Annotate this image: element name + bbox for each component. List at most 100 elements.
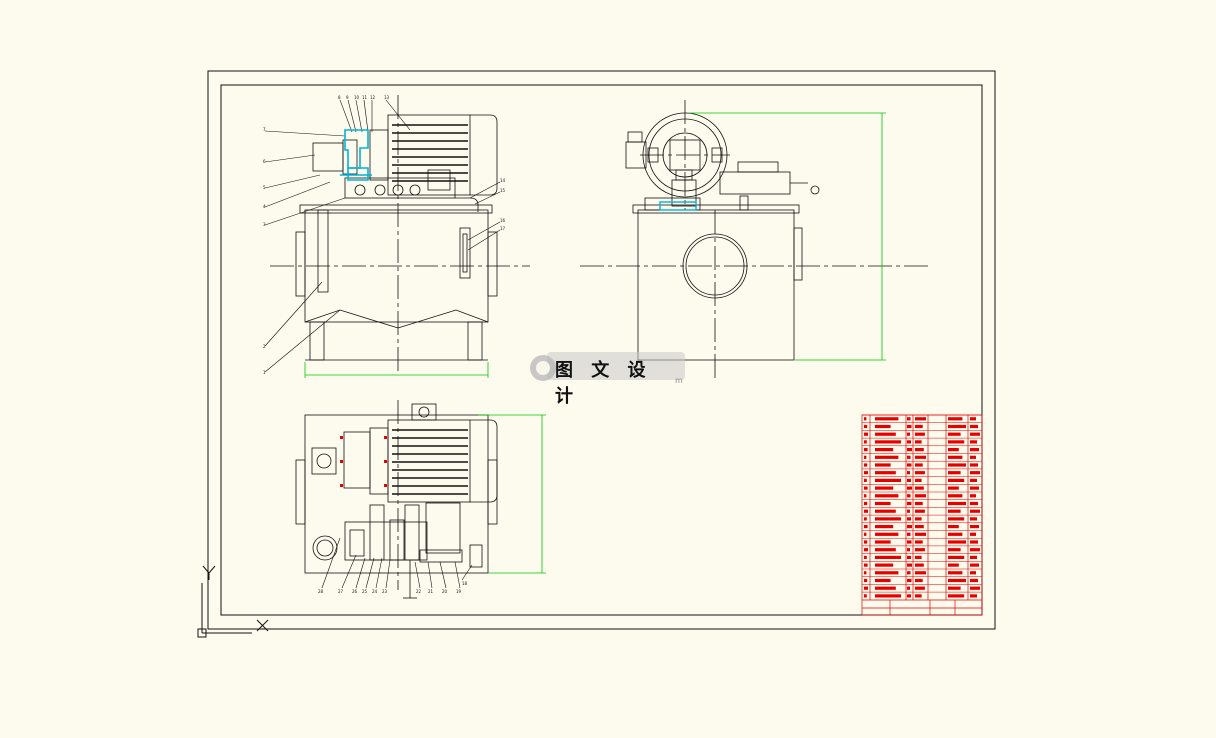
parts-list-cell-text — [948, 532, 963, 536]
parts-list-cell-text — [948, 440, 965, 444]
parts-list-cell-text — [907, 563, 912, 567]
parts-list-cell-text — [864, 540, 868, 544]
parts-list-cell-text — [864, 463, 868, 467]
side-view-highlight — [659, 201, 697, 211]
parts-list-cell-text — [875, 548, 896, 552]
parts-list-cell-text — [907, 578, 912, 583]
parts-list-cell-text — [915, 424, 923, 429]
parts-list-cell-text — [875, 532, 899, 536]
parts-list-cell-text — [948, 501, 966, 506]
watermark-text: 图 文 设 计 — [555, 360, 652, 407]
parts-list-cell-text — [864, 417, 867, 421]
parts-list-cell-text — [948, 432, 961, 436]
parts-list-cell-text — [970, 509, 980, 513]
svg-text:17: 17 — [500, 226, 506, 231]
parts-list-cell-text — [970, 424, 978, 429]
parts-list-cell-text — [970, 540, 978, 544]
parts-list-cell-text — [970, 455, 976, 459]
parts-list-cell-text — [948, 463, 966, 467]
svg-text:6: 6 — [263, 159, 266, 164]
parts-list-cell-text — [907, 501, 912, 506]
parts-list-cell-text — [907, 571, 911, 575]
parts-list-cell-text — [864, 494, 867, 498]
parts-list-cell-text — [915, 548, 925, 552]
parts-list-cell-text — [970, 478, 977, 482]
front-view — [264, 95, 530, 375]
parts-list-cell-text — [948, 509, 961, 513]
side-view — [580, 100, 928, 382]
parts-list-cell-text — [948, 448, 959, 452]
parts-list-cell-text — [907, 517, 911, 521]
plan-view — [295, 400, 498, 599]
watermark-badge: 图 文 设 计 m — [527, 348, 687, 407]
parts-list-cell-text — [907, 586, 910, 590]
svg-text:25: 25 — [362, 589, 368, 594]
parts-list-cell-text — [907, 486, 912, 490]
parts-list-cell-text — [948, 494, 963, 498]
parts-list-cell-text — [948, 424, 966, 429]
parts-list-cell-text — [907, 532, 911, 536]
parts-list-cell-text — [864, 594, 867, 598]
parts-list-cell-text — [907, 417, 911, 421]
parts-list-cell-text — [970, 448, 979, 452]
parts-list-cell-text — [915, 463, 923, 467]
side-height-dimension — [690, 112, 886, 361]
parts-list-cell-text — [948, 471, 961, 475]
parts-list-cell-text — [970, 501, 978, 506]
parts-list-cell-text — [915, 432, 925, 436]
parts-list-cell-text — [948, 486, 959, 490]
svg-text:9: 9 — [346, 95, 349, 100]
parts-list-cell-text — [875, 463, 891, 467]
svg-text:16: 16 — [500, 218, 506, 223]
svg-text:26: 26 — [352, 589, 358, 594]
parts-list-cell-text — [907, 594, 911, 598]
parts-list-cell-text — [915, 440, 922, 444]
svg-text:19: 19 — [456, 589, 462, 594]
parts-list-cell-text — [875, 509, 896, 513]
svg-text:22: 22 — [416, 589, 422, 594]
svg-text:7: 7 — [263, 127, 266, 132]
parts-list-cell-text — [915, 501, 923, 506]
parts-list-cell-text — [864, 563, 868, 567]
parts-list-cell-text — [875, 540, 891, 544]
parts-list-cell-text — [864, 448, 868, 452]
parts-list-cell-text — [864, 501, 868, 506]
highlighted-valve — [340, 129, 372, 181]
svg-text:13: 13 — [384, 95, 390, 100]
parts-list-cell-text — [970, 440, 977, 444]
parts-list-cell-text — [970, 563, 979, 567]
parts-list-cell-text — [915, 594, 922, 598]
parts-list-cell-text — [864, 432, 868, 436]
parts-list-cell-text — [907, 448, 912, 452]
parts-list-cell-text — [970, 517, 977, 521]
svg-text:20: 20 — [442, 589, 448, 594]
svg-text:1: 1 — [263, 370, 266, 375]
parts-list-cell-text — [915, 509, 925, 513]
svg-text:4: 4 — [263, 204, 266, 209]
parts-list-cell-text — [948, 563, 959, 567]
parts-list-cell-text — [915, 494, 926, 498]
watermark-logo-icon — [530, 352, 685, 381]
parts-list-cell-text — [915, 486, 924, 490]
parts-list-cell-text — [907, 555, 911, 559]
parts-list-cell-text — [970, 486, 979, 490]
watermark-suffix: m — [675, 376, 683, 385]
parts-list-cell-text — [915, 417, 926, 421]
parts-list-cell-text — [915, 578, 923, 583]
parts-list-cell-text — [907, 494, 911, 498]
front-width-dimension — [304, 362, 489, 378]
svg-text:14: 14 — [500, 178, 506, 183]
parts-list-cell-text — [875, 525, 894, 529]
parts-list-cell-text — [915, 517, 922, 521]
parts-list-cell-text — [970, 494, 976, 498]
parts-list-cell-text — [875, 440, 901, 444]
svg-text:3: 3 — [263, 222, 266, 227]
parts-list-cell-text — [970, 532, 976, 536]
parts-list-cell-text — [864, 509, 868, 513]
parts-list-cell-text — [948, 455, 963, 459]
parts-list-cell-text — [915, 532, 926, 536]
parts-list-cell-text — [864, 440, 867, 444]
parts-list-cell-text — [970, 525, 979, 529]
